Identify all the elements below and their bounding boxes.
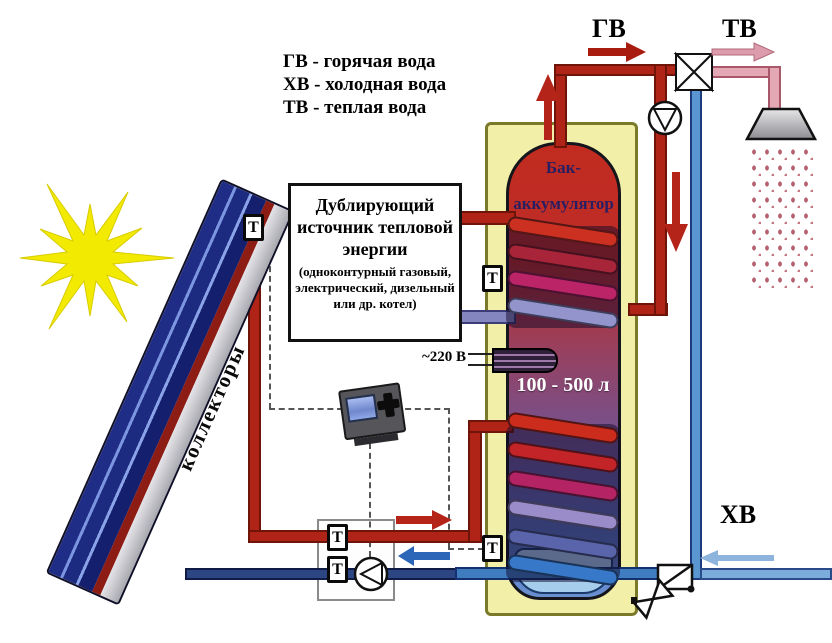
heater-voltage-label: ~220 В: [421, 349, 466, 365]
control-line: [369, 443, 371, 557]
controller-screen: [345, 393, 379, 423]
legend-line-xv: ХВ - холодная вода: [283, 74, 447, 95]
shower-droplets: [748, 144, 814, 292]
backup-source-title-line: источник тепловой: [296, 217, 454, 237]
sensor-label: Т: [487, 539, 498, 557]
pump-icon: [647, 100, 683, 136]
legend-line-gv: ГВ - горячая вода: [283, 51, 436, 72]
flow-arrow-tv: [711, 42, 776, 62]
flow-arrow-up: [536, 74, 560, 140]
tank-volume: 100 - 500 л: [516, 374, 610, 396]
pipe-joint: [556, 66, 565, 74]
heater-wire: [468, 353, 492, 355]
sensor-label: Т: [332, 560, 343, 578]
pipe-joint: [770, 68, 779, 76]
temperature-sensor: Т: [327, 556, 348, 583]
pipe-joint: [656, 66, 665, 74]
sensor-label: Т: [487, 269, 498, 287]
label-xv: ХВ: [720, 500, 757, 529]
pipe-cold-inlet: [700, 568, 832, 580]
heating-element: [492, 348, 558, 373]
flow-arrow-gv: [588, 42, 646, 62]
temperature-sensor: Т: [482, 265, 503, 292]
flow-arrow-xv: [700, 550, 774, 566]
control-line: [269, 227, 271, 409]
backup-source-subtitle: (одноконтурный газовый, электрический, д…: [291, 264, 459, 312]
pump-icon: [353, 556, 389, 592]
tank-title: Бак- аккумулятор: [506, 150, 621, 222]
drain-valve-icon: [631, 577, 675, 621]
label-gv: ГВ: [592, 14, 626, 43]
sun-icon: [19, 183, 175, 330]
pipe-cold-return: [185, 568, 457, 580]
backup-source-subtitle-line: или др. котел): [333, 296, 417, 311]
pipe-joint: [470, 532, 480, 541]
label-tv: ТВ: [722, 14, 757, 43]
flow-arrow-down: [664, 172, 688, 252]
temperature-sensor: Т: [482, 535, 503, 562]
pipe-joint: [250, 532, 259, 541]
pipe-hot-solar-rise: [468, 420, 482, 543]
tank-title-line2: аккумулятор: [513, 194, 614, 213]
temperature-sensor: Т: [243, 214, 264, 241]
shower-head-icon: [744, 107, 818, 141]
flow-arrow-solar-hot: [396, 510, 452, 530]
mixing-valve-icon: [673, 51, 715, 93]
backup-source-box: Дублирующий источник тепловой энергии (о…: [288, 183, 462, 342]
legend: ГВ - горячая вода ХВ - холодная вода ТВ …: [283, 50, 446, 119]
sensor-label: Т: [332, 528, 343, 546]
legend-line-tv: ТВ - теплая вода: [283, 97, 427, 118]
temperature-sensor: Т: [327, 524, 348, 551]
backup-source-title-line: энергии: [342, 239, 408, 259]
heater-wire: [468, 364, 492, 366]
backup-source-subtitle-line: (одноконтурный газовый,: [298, 264, 452, 279]
flow-arrow-solar-cold: [398, 546, 450, 566]
backup-source-title-line: Дублирующий: [315, 195, 435, 215]
controller-device: [338, 382, 412, 453]
backup-source-title: Дублирующий источник тепловой энергии: [291, 194, 459, 260]
pipe-cold-riser: [690, 85, 702, 580]
pipe-joint: [656, 305, 665, 314]
sensor-label: Т: [248, 218, 259, 236]
pipe-hot-solar-horizontal: [248, 530, 478, 543]
control-line: [448, 548, 484, 550]
control-line: [448, 408, 450, 549]
tank-title-line1: Бак-: [545, 158, 582, 177]
backup-source-subtitle-line: электрический, дизельный: [295, 280, 455, 295]
